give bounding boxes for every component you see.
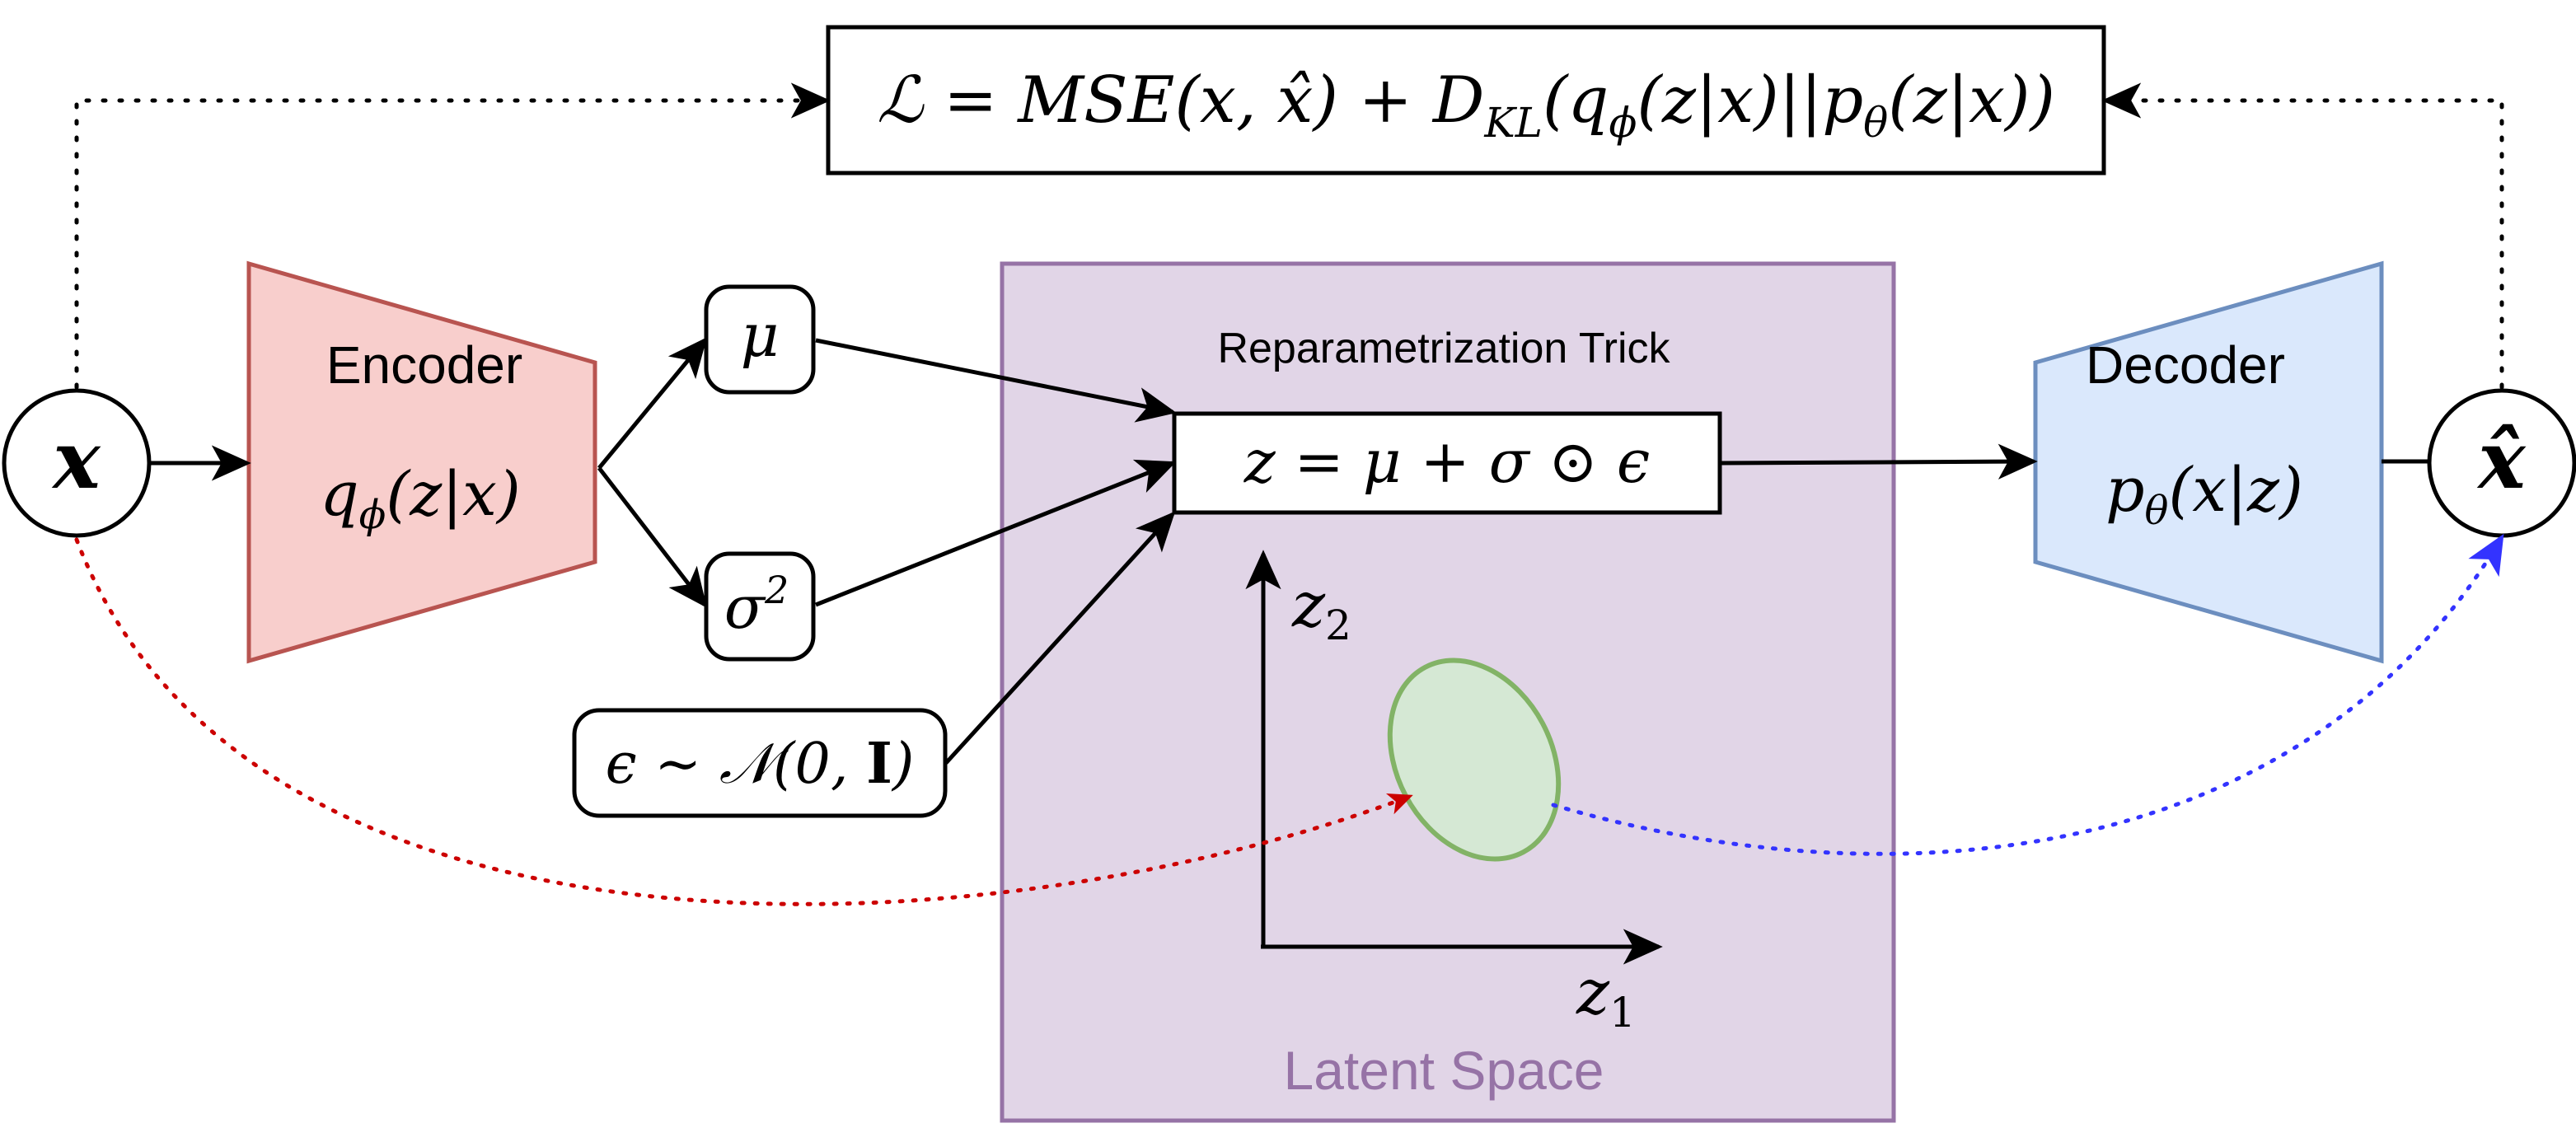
epsilon-formula: ϵ ∼ 𝒩(0, I) xyxy=(606,731,915,797)
blue-decoding-path xyxy=(1551,533,2504,856)
reparametrization-caption: Reparametrization Trick xyxy=(1217,325,1670,372)
decoder-title: Decoder xyxy=(2086,335,2285,395)
reparam-box xyxy=(1172,411,1722,515)
decoder-formula: pθ(x|z) xyxy=(2105,455,2303,534)
encoder-formula: qϕ(z|x) xyxy=(320,459,521,538)
sigma-to-reparam-arrow xyxy=(815,459,1177,607)
input-symbol: x xyxy=(51,414,101,507)
decoder-block xyxy=(2033,260,2384,664)
reparam-formula: z = μ + σ ⊙ ϵ xyxy=(1244,427,1651,496)
output-symbol: x̂ xyxy=(2476,414,2527,507)
z1-axis-label: z1 xyxy=(1576,955,1636,1037)
reparam-to-decoder-arrow xyxy=(1721,443,2038,480)
encoder-title: Encoder xyxy=(326,335,522,395)
loss-formula: ℒ = MSE(x, x̂) + DKL(qϕ(z|x)||pθ(z|x)) xyxy=(877,63,2055,147)
latent-space-label: Latent Space xyxy=(1284,1040,1604,1101)
encoder-to-mu-arrow xyxy=(597,337,708,470)
red-encoding-path xyxy=(74,537,1413,906)
sigma-symbol: σ2 xyxy=(724,568,789,642)
epsilon-node xyxy=(572,708,948,818)
encoder-block xyxy=(246,260,597,664)
loss-box xyxy=(826,25,2106,176)
mu-symbol: μ xyxy=(741,301,780,370)
mu-to-reparam-arrow xyxy=(815,338,1177,423)
z2-axis-label: z2 xyxy=(1291,568,1351,649)
epsilon-to-reparam-arrow xyxy=(944,511,1176,765)
encoder-to-sigma-arrow xyxy=(597,466,707,608)
